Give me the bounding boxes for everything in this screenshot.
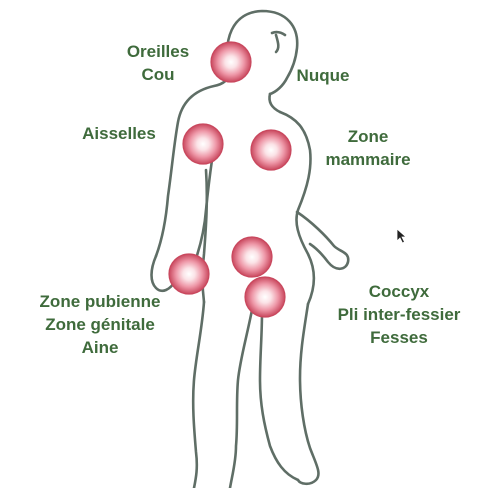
leg-left-inner (230, 310, 252, 488)
label-coccyx-buttocks: Coccyx Pli inter-fessier Fesses (314, 280, 484, 349)
armpit-spot (183, 124, 223, 164)
label-armpits: Aisselles (68, 122, 170, 145)
ears-neck-spot (211, 42, 251, 82)
label-genital: Zone génitale (14, 313, 186, 336)
label-armpits-text: Aisselles (68, 122, 170, 145)
pubic-upper-spot (232, 237, 272, 277)
leg-left-outer (193, 302, 204, 488)
buttock-spot (245, 277, 285, 317)
label-coccyx: Coccyx (314, 280, 484, 303)
nose-mark (276, 35, 278, 52)
label-neck: Cou (110, 63, 206, 86)
label-pubic-genital-groin: Zone pubienne Zone génitale Aine (14, 290, 186, 359)
label-breast-line2: mammaire (306, 148, 430, 171)
label-ears-neck: Oreilles Cou (110, 40, 206, 86)
label-nape-text: Nuque (286, 64, 360, 87)
label-breast-line1: Zone (306, 125, 430, 148)
arm-right (297, 212, 348, 269)
label-gluteal-fold: Pli inter-fessier (314, 303, 484, 326)
eye-mark (272, 32, 285, 35)
label-ears: Oreilles (110, 40, 206, 63)
label-breast-zone: Zone mammaire (306, 125, 430, 171)
shoulder-left (156, 72, 230, 256)
groin-spot (169, 254, 209, 294)
label-pubic: Zone pubienne (14, 290, 186, 313)
leg-right-inner (260, 312, 298, 480)
breast-spot (251, 130, 291, 170)
label-groin: Aine (14, 336, 186, 359)
neck-front (269, 94, 280, 112)
label-buttocks: Fesses (314, 326, 484, 349)
mouse-pointer-icon (396, 228, 408, 244)
label-nape: Nuque (286, 64, 360, 87)
